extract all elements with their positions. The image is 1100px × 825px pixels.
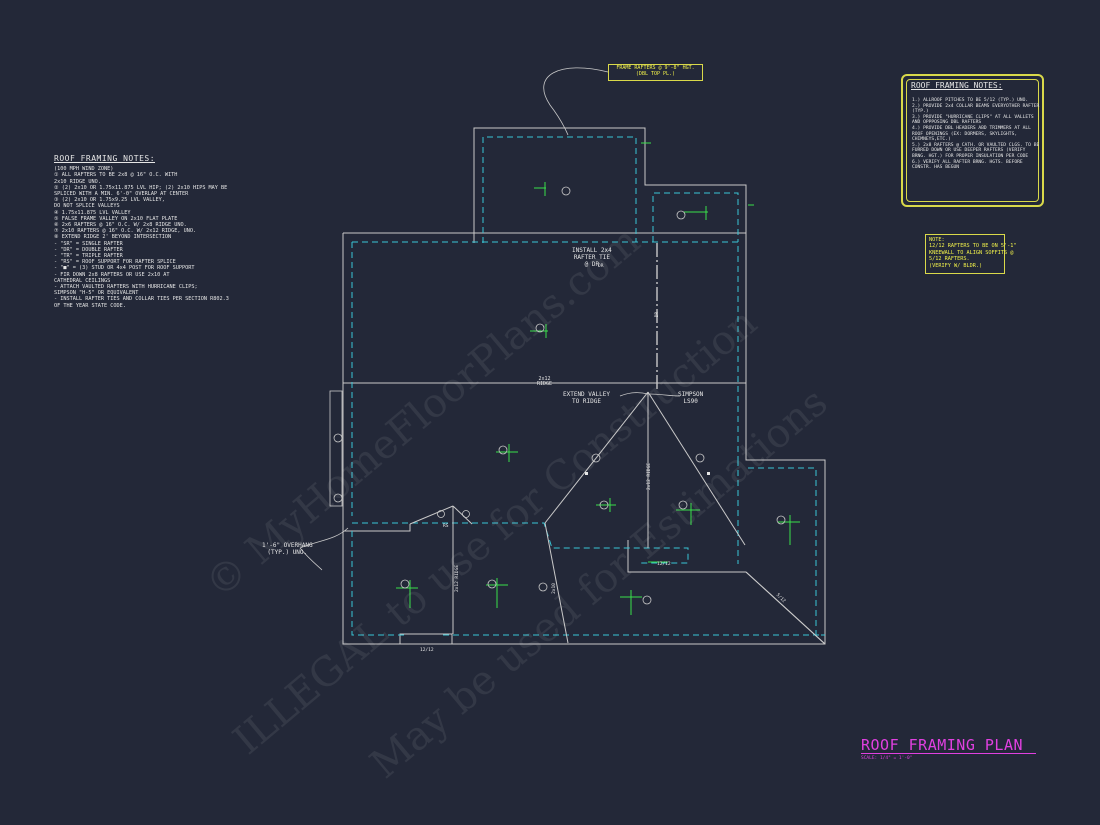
note-line: - INSTALL RAFTER TIES AND COLLAR TIES PE… (54, 296, 229, 303)
left-roof-framing-notes: ROOF FRAMING NOTES: (100 MPH WIND ZONE) … (54, 154, 229, 309)
note-line: ④ 1.75x11.875 LVL VALLEY (54, 209, 131, 216)
label-line: 1'-6" OVERHANG (262, 542, 313, 549)
note-line: - "DR" = DOUBLE RAFTER (54, 246, 123, 253)
label-line: RAFTER TIE (573, 254, 610, 261)
note-line: - "■" = (3) STUD OR 4x4 POST FOR ROOF SU… (54, 265, 195, 272)
label-line: RIDGE (537, 381, 553, 387)
left-notes-title: ROOF FRAMING NOTES: (54, 154, 156, 163)
note-line: SPLICED WITH A MIN. 6'-0" OVERLAP AT CEN… (54, 191, 189, 198)
note-line: ⑥ 2x6 RAFTERS @ 16" O.C. W/ 2x8 RIDGE UN… (54, 222, 187, 229)
note-line: NOTE: (929, 237, 945, 243)
right-roof-framing-notes: ROOF FRAMING NOTES: 1.) ALLROOF PITCHES … (901, 74, 1044, 207)
small-label: 12/12 (420, 648, 434, 653)
note-line: 2x10 RIDGE UNO. (54, 178, 101, 185)
note-line: 12/12 RAFTERS TO BE ON 5'-1" (929, 243, 1017, 250)
note-line: OF THE YEAR STATE CODE. (54, 302, 126, 309)
label-line: (TYP.) UNO. (267, 549, 308, 556)
label-line: EXTEND VALLEY (563, 391, 610, 398)
right-notes-body: 1.) ALLROOF PITCHES TO BE 5/12 (TYP.) UN… (912, 98, 1040, 171)
right-notes-title: ROOF FRAMING NOTES: (911, 81, 1003, 90)
note-line: 3.) PROVIDE "HURRICANE CLIPS" AT ALL VAL… (912, 114, 1034, 126)
small-label: 2x12 RIDGE (455, 564, 461, 593)
note-line: KNEEWALL TO ALIGN SOFFITS @ (929, 249, 1014, 256)
extend-valley-label: EXTEND VALLEY TO RIDGE (563, 391, 610, 405)
note-line: - "RS" = ROOF SUPPORT FOR RAFTER SPLICE (54, 259, 176, 266)
small-label: DR (655, 311, 661, 318)
install-rafter-tie-label: INSTALL 2x4 RAFTER TIE @ DR (572, 247, 612, 268)
wall-dashed-lines (351, 136, 825, 636)
overhang-label: 1'-6" OVERHANG (TYP.) UNO. (262, 542, 313, 556)
note-line: - FIR DOWN 2x8 RAFTERS OR USE 2x10 AT (54, 271, 170, 278)
label-line: LS90 (683, 398, 698, 405)
note-line: ① ALL RAFTERS TO BE 2x8 @ 16" O.C. WITH (54, 172, 178, 179)
drawing-title: ROOF FRAMING PLAN (861, 736, 1024, 754)
small-label: 2x10 (551, 583, 557, 594)
note-line: ⑦ 2x10 RAFTERS @ 16" O.C. W/ 2x12 RIDGE,… (54, 228, 197, 235)
note-line: DO NOT SPLICE VALLEYS (54, 203, 120, 210)
leader-lines (299, 67, 681, 571)
watermark-layer: © MyHomeFloorPlans.com ILLEGAL to use fo… (197, 218, 836, 788)
callout-line: FRAME RAFTERS @ 9'-8" HGT. (616, 65, 695, 71)
note-line: 5/12 RAFTERS. (929, 256, 970, 263)
note-line: SIMPSON "H-5" OR EQUIVALENT (54, 290, 139, 297)
rafter-direction-symbols (396, 142, 800, 615)
left-bay-strip (329, 390, 343, 507)
note-line: ⑤ FALSE FRAME VALLEY ON 2x10 FLAT PLATE (54, 215, 178, 222)
note-line: (VERIFY W/ BLDR.) (929, 262, 983, 269)
label-line: 2x12 (538, 376, 551, 382)
note-line: 5.) 2x8 RAFTERS @ CATH. OR VAULTED CLGS.… (912, 142, 1040, 159)
frame-rafters-callout: FRAME RAFTERS @ 9'-8" HGT. (DBL TOP PL.) (608, 64, 703, 81)
small-label: 12/12 (657, 562, 671, 567)
note-line: - "SR" = SINGLE RAFTER (54, 240, 123, 247)
note-line: (100 MPH WIND ZONE) (54, 166, 114, 173)
ridge-label: 2x12 RIDGE (537, 377, 552, 387)
label-line: INSTALL 2x4 (572, 247, 612, 254)
right-notes-inner-border (906, 79, 1039, 202)
small-label: 2x12 RIDGE (647, 462, 653, 491)
kneewall-note-box: NOTE: 12/12 RAFTERS TO BE ON 5'-1" KNEEW… (925, 234, 1017, 274)
note-line: CATHEDRAL CEILINGS (54, 277, 111, 284)
label-line: @ DR (584, 261, 600, 268)
note-line: 4.) PROVIDE DBL HEADERS ABD TRIMMERS AT … (912, 125, 1031, 143)
note-line: 1.) ALLROOF PITCHES TO BE 5/12 (TYP.) UN… (912, 98, 1029, 103)
drawing-scale: SCALE: 1/4" = 1'-0" (861, 756, 913, 761)
small-label: RS (443, 524, 449, 529)
simpson-label: SIMPSON LS90 (678, 391, 703, 405)
note-line: 2.) PROVIDE 2x4 COLLAR BEAMS EVERYOTHER … (912, 103, 1040, 115)
label-line: SIMPSON (678, 391, 704, 398)
small-label: DR (598, 264, 604, 269)
note-line: ② (2) 2x10 OR 1.75x11.875 LVL HIP; (2) 2… (54, 184, 228, 191)
label-line: TO RIDGE (572, 398, 601, 405)
callout-line: (DBL TOP PL.) (635, 71, 676, 77)
title-underline (861, 753, 1036, 754)
note-line: ③ (2) 2x10 OR 1.75x9.25 LVL VALLEY, (54, 197, 165, 204)
detail-tags (333, 186, 786, 605)
note-line: - ATTACH VAULTED RAFTERS WITH HURRICANE … (54, 284, 198, 291)
note-line: 6.) VERIFY ALL RAFTER BRNG. HGTS. BEFORE… (912, 159, 1023, 171)
note-line: ⑧ EXTEND RIDGE 2' BEYOND INTERSECTION (54, 234, 172, 241)
note-line: - "TR" = TRIPLE RAFTER (54, 253, 123, 260)
post-markers (585, 472, 710, 475)
